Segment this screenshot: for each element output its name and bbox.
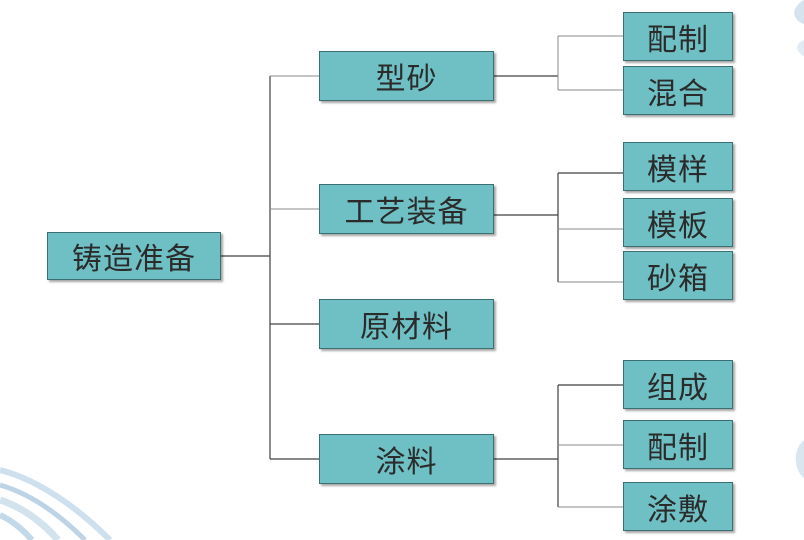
leaf-node-application: 涂敷: [623, 482, 733, 531]
branch-node-label: 工艺装备: [344, 195, 469, 230]
leaf-node-composition: 组成: [623, 360, 733, 409]
leaf-node-flask: 砂箱: [623, 251, 733, 300]
leaf-node-label: 配制: [647, 430, 709, 466]
leaf-node-label: 配制: [647, 22, 709, 58]
branch-node-tooling: 工艺装备: [319, 184, 494, 234]
branch-node-molding-sand: 型砂: [319, 51, 494, 101]
leaf-node-label: 组成: [647, 370, 709, 406]
root-node: 铸造准备: [47, 232, 221, 280]
leaf-node-label: 模板: [647, 208, 709, 244]
branch-node-label: 原材料: [360, 310, 453, 345]
branch-node-label: 涂料: [375, 445, 438, 480]
root-node-label: 铸造准备: [72, 242, 196, 277]
branch-node-label: 型砂: [375, 62, 438, 97]
leaf-node-label: 涂敷: [647, 492, 709, 528]
leaf-node-sand-mixing: 混合: [623, 66, 733, 115]
leaf-node-pattern-plate: 模板: [623, 198, 733, 247]
leaf-node-label: 混合: [647, 76, 709, 112]
leaf-node-label: 模样: [647, 152, 709, 188]
leaf-node-label: 砂箱: [647, 261, 709, 297]
branch-node-raw-materials: 原材料: [319, 299, 494, 349]
branch-node-coating: 涂料: [319, 434, 494, 484]
leaf-node-coating-preparation: 配制: [623, 420, 733, 469]
leaf-node-pattern: 模样: [623, 142, 733, 191]
leaf-node-sand-preparation: 配制: [623, 12, 733, 61]
